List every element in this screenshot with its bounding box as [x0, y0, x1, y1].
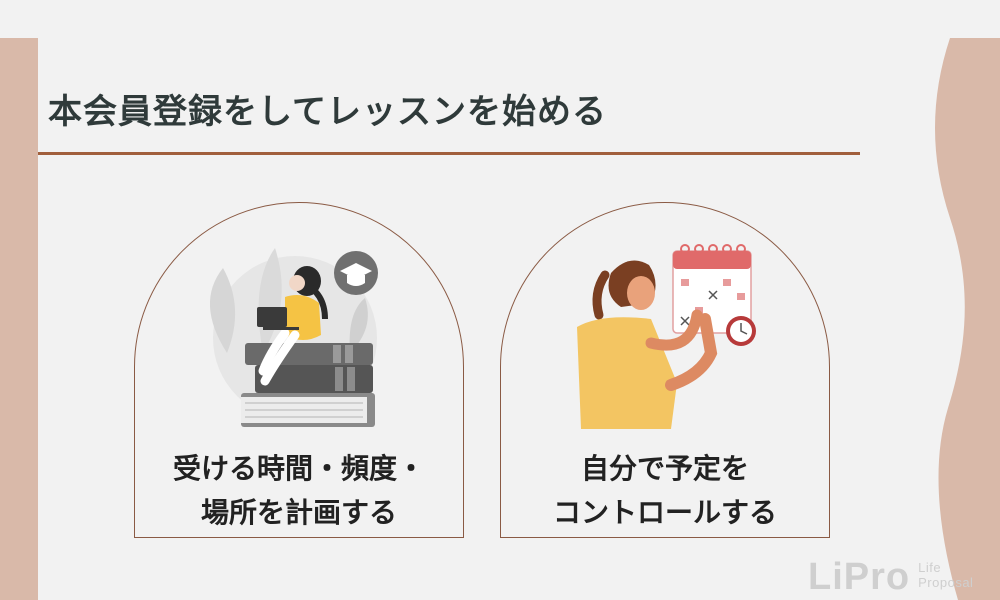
brand-logo: LiPro Life Proposal — [808, 556, 1000, 596]
card-control-schedule: 自分で予定を コントロールする — [500, 202, 830, 538]
card-control-schedule-line1: 自分で予定を — [580, 452, 749, 485]
title-underline — [38, 152, 860, 155]
card-plan-schedule-line1: 受ける時間・頻度・ — [172, 452, 425, 485]
card-control-schedule-line2: コントロールする — [552, 496, 777, 529]
logo-subtitle: Life Proposal — [918, 560, 974, 590]
card-plan-schedule: 受ける時間・頻度・ 場所を計画する — [134, 202, 464, 538]
card-plan-schedule-line2: 場所を計画する — [200, 496, 397, 529]
left-decorative-band — [0, 38, 38, 600]
logo-mark: LiPro — [808, 556, 911, 598]
student-on-books-icon — [209, 248, 378, 427]
page-title: 本会員登録をしてレッスンを始める — [48, 92, 607, 132]
right-wave-decoration — [935, 38, 1000, 600]
woman-calendar-icon — [577, 244, 756, 429]
